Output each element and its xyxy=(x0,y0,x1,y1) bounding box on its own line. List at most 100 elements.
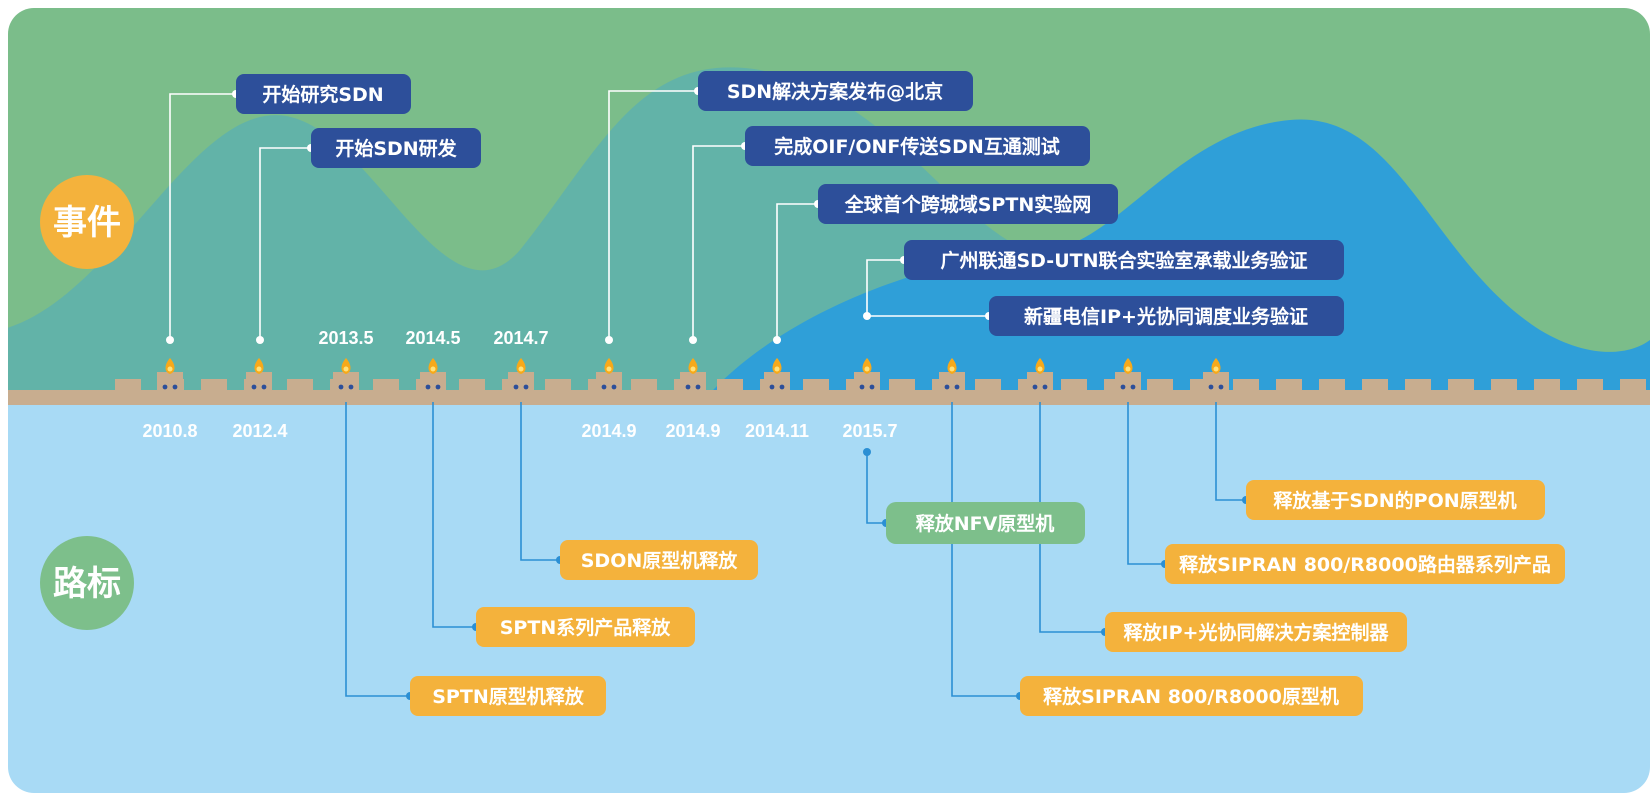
wall-merlon xyxy=(201,379,227,392)
date-label: 2014.5 xyxy=(405,328,460,348)
date-label: 2014.7 xyxy=(493,328,548,348)
beacon-window xyxy=(859,384,865,390)
milestone-text: SDON原型机释放 xyxy=(581,549,739,572)
wall-merlon xyxy=(545,379,571,392)
milestone-connector xyxy=(520,402,560,561)
fire-core xyxy=(949,366,955,372)
beacon-tower xyxy=(420,372,446,394)
milestone-connector xyxy=(1127,402,1165,565)
wall-merlon xyxy=(1534,379,1560,392)
beacons xyxy=(157,358,1229,394)
milestones-label: 路标 xyxy=(53,564,121,604)
beacon-window xyxy=(348,384,354,390)
milestones-badge: 路标 xyxy=(40,536,134,630)
fire-core xyxy=(606,366,612,372)
milestone-box: 释放SIPRAN 800/R8000路由器系列产品 xyxy=(1165,544,1565,584)
wall-merlon xyxy=(1319,379,1345,392)
wall-merlon xyxy=(717,379,743,392)
event-connector xyxy=(608,90,698,340)
date-label: 2014.11 xyxy=(745,421,809,441)
beacon-window xyxy=(1120,384,1126,390)
milestone-connector xyxy=(345,402,410,697)
event-box: 广州联通SD-UTN联合实验室承载业务验证 xyxy=(904,240,1344,280)
milestone-connector xyxy=(866,452,886,524)
milestone-connector xyxy=(951,402,1020,697)
milestone-box: 释放IP+光协同解决方案控制器 xyxy=(1105,612,1407,652)
beacon-window xyxy=(425,384,431,390)
beacon-window xyxy=(779,384,785,390)
beacon-window xyxy=(251,384,257,390)
beacon-window xyxy=(1218,384,1224,390)
wall-merlon xyxy=(803,379,829,392)
beacon-tower xyxy=(508,372,534,394)
beacon-tower xyxy=(680,372,706,394)
beacon-window xyxy=(172,384,178,390)
events-label: 事件 xyxy=(53,203,121,243)
wall-merlon xyxy=(1491,379,1517,392)
fire-core xyxy=(430,366,436,372)
milestone-connector xyxy=(1215,402,1246,501)
wall-merlon xyxy=(1620,379,1646,392)
event-box: 完成OIF/ONF传送SDN互通测试 xyxy=(745,126,1090,166)
beacon-window xyxy=(1032,384,1038,390)
event-text: 全球首个跨城域SPTN实验网 xyxy=(844,193,1091,216)
milestone-text: SPTN原型机释放 xyxy=(432,685,584,708)
event-box: 新疆电信IP+光协同调度业务验证 xyxy=(989,296,1344,336)
milestone-text: SPTN系列产品释放 xyxy=(500,616,671,639)
milestone-box: SPTN原型机释放 xyxy=(410,676,606,716)
fire-core xyxy=(518,366,524,372)
event-box: 开始研究SDN xyxy=(236,74,411,114)
milestone-text: 释放NFV原型机 xyxy=(916,512,1055,535)
wall-merlon xyxy=(889,379,915,392)
fire-core xyxy=(256,366,262,372)
wall-merlon xyxy=(1276,379,1302,392)
connector-dot xyxy=(256,336,264,344)
wall-merlon xyxy=(1448,379,1474,392)
fire-core xyxy=(1125,366,1131,372)
beacon-window xyxy=(1042,384,1048,390)
event-connector xyxy=(866,259,904,316)
wall-merlon xyxy=(459,379,485,392)
event-text: 广州联通SD-UTN联合实验室承载业务验证 xyxy=(941,249,1308,272)
wall-merlon xyxy=(1061,379,1087,392)
event-connector xyxy=(692,145,745,340)
fire-core xyxy=(690,366,696,372)
beacon-window xyxy=(1208,384,1214,390)
beacon-tower xyxy=(596,372,622,394)
dates-bottom: 2010.8 2012.4 2014.9 2014.9 2014.11 2015… xyxy=(142,421,897,441)
beacon-window xyxy=(769,384,775,390)
event-box: 开始SDN研发 xyxy=(311,128,481,168)
milestone-box: SDON原型机释放 xyxy=(560,540,758,580)
event-connector xyxy=(169,93,236,340)
beacon-tower xyxy=(939,372,965,394)
wall-merlon xyxy=(975,379,1001,392)
beacon-tower xyxy=(333,372,359,394)
connector-dot xyxy=(689,336,697,344)
milestone-box: SPTN系列产品释放 xyxy=(476,607,695,647)
milestone-text: 释放SIPRAN 800/R8000路由器系列产品 xyxy=(1179,553,1551,576)
connector-dot xyxy=(166,336,174,344)
beacon-window xyxy=(1130,384,1136,390)
event-text: 开始研究SDN xyxy=(262,83,383,106)
wall-merlon xyxy=(115,379,141,392)
beacon-window xyxy=(944,384,950,390)
connector-dot xyxy=(605,336,613,344)
milestone-box: 释放SIPRAN 800/R8000原型机 xyxy=(1020,676,1363,716)
beacon-window xyxy=(869,384,875,390)
beacon-tower xyxy=(1115,372,1141,394)
beacon-tower xyxy=(1203,372,1229,394)
date-label: 2012.4 xyxy=(232,421,287,441)
wall-merlon xyxy=(1405,379,1431,392)
milestone-text: 释放SIPRAN 800/R8000原型机 xyxy=(1043,685,1339,708)
beacon-window xyxy=(523,384,529,390)
event-text: SDN解决方案发布@北京 xyxy=(727,80,943,103)
date-label: 2010.8 xyxy=(142,421,197,441)
wall-merlon xyxy=(287,379,313,392)
fire-core xyxy=(864,366,870,372)
event-text: 完成OIF/ONF传送SDN互通测试 xyxy=(774,135,1060,158)
beacon-tower xyxy=(1027,372,1053,394)
event-boxes: 开始研究SDN 开始SDN研发 SDN解决方案发布@北京 完成OIF/ONF传送… xyxy=(236,71,1344,336)
wall-merlon xyxy=(631,379,657,392)
